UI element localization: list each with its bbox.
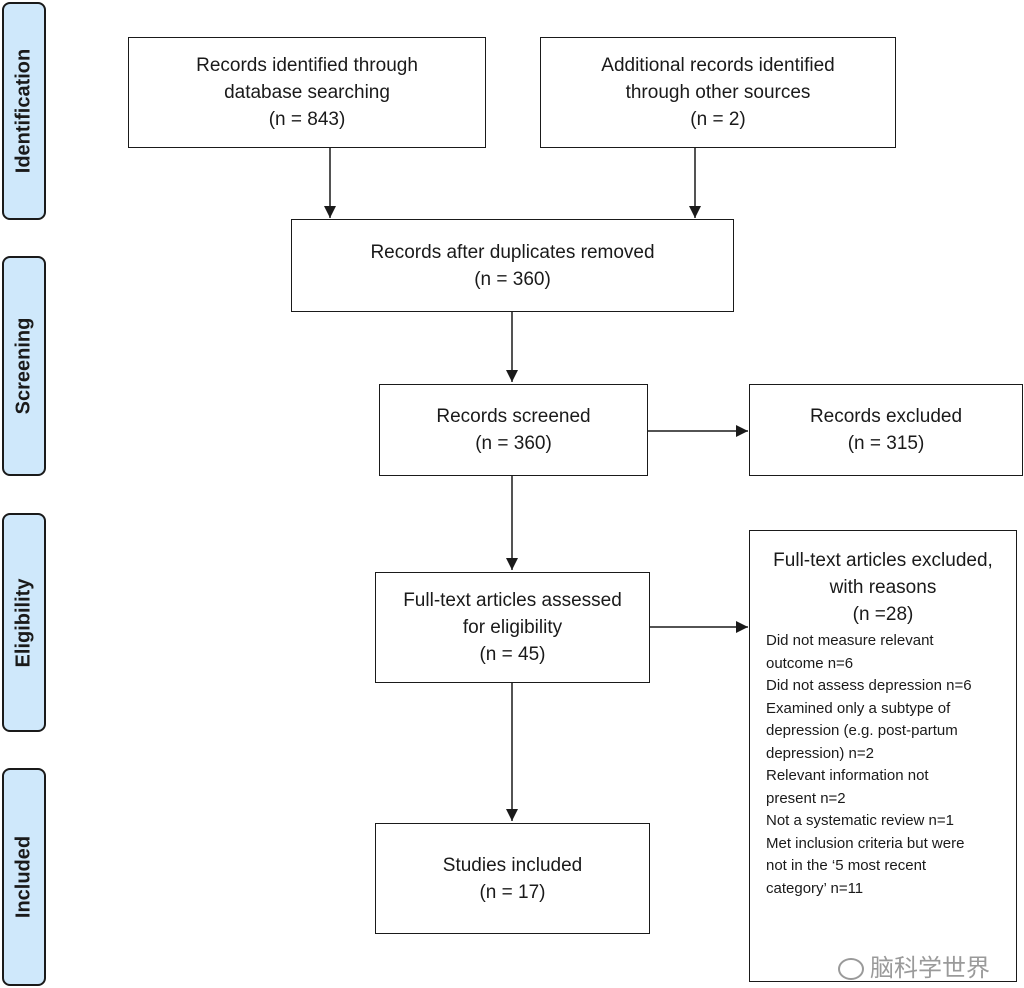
box-studies-included-count: (n = 17) [479, 881, 546, 903]
box-studies-included-line-1: Studies included [442, 854, 583, 876]
box-other-sources-count: (n = 2) [690, 109, 746, 130]
box-other-sources-line-2: through other sources [625, 82, 811, 103]
reason-line: Met inclusion criteria but were [766, 834, 965, 852]
reason-line: outcome n=6 [766, 654, 854, 672]
reason-line: present n=2 [766, 789, 846, 807]
reason-line: not in the ‘5 most recent [766, 857, 927, 874]
fulltext-excluded-heading: Full-text articles excluded, with reason… [750, 547, 1016, 628]
box-duplicates-removed: Records after duplicates removed (n = 36… [291, 219, 734, 312]
fulltext-excluded-heading-line-1: Full-text articles excluded, [773, 550, 993, 571]
reason-line: Not a systematic review n=1 [766, 812, 954, 829]
box-database-search-line-1: Records identified through [196, 55, 418, 76]
reason-line: category’ n=11 [766, 879, 864, 897]
box-records-screened-count: (n = 360) [475, 433, 552, 454]
phase-identification: Identification [2, 2, 46, 220]
weibo-icon [838, 958, 864, 980]
phase-eligibility: Eligibility [2, 513, 46, 732]
box-fulltext-excluded: Full-text articles excluded, with reason… [749, 530, 1017, 982]
watermark: 脑科学世界 [838, 948, 990, 983]
exclusion-reasons-list: Did not measure relevant outcome n=6 Did… [750, 630, 1016, 900]
reason-line: Relevant information not [766, 767, 929, 784]
box-fulltext-assessed: Full-text articles assessed for eligibil… [375, 572, 650, 683]
box-records-excluded: Records excluded (n = 315) [749, 384, 1023, 476]
fulltext-excluded-heading-line-2: with reasons [829, 577, 937, 598]
reason-line: Did not measure relevant [766, 632, 934, 649]
box-database-search-count: (n = 843) [268, 109, 346, 130]
reason-line: Examined only a subtype of [766, 699, 951, 717]
box-other-sources: Additional records identified through ot… [540, 37, 896, 148]
box-fulltext-assessed-count: (n = 45) [479, 644, 546, 665]
reason-line: depression (e.g. post-partum [766, 722, 958, 739]
box-duplicates-removed-count: (n = 360) [474, 268, 551, 290]
box-fulltext-assessed-line-2: for eligibility [462, 617, 563, 638]
box-records-excluded-line-1: Records excluded [809, 406, 963, 427]
watermark-text: 脑科学世界 [870, 954, 990, 982]
reason-line: Did not assess depression n=6 [766, 677, 972, 694]
box-records-excluded-count: (n = 315) [847, 433, 925, 454]
box-duplicates-removed-line-1: Records after duplicates removed [370, 241, 655, 263]
box-records-screened: Records screened (n = 360) [379, 384, 648, 476]
reason-line: depression) n=2 [766, 744, 874, 762]
phase-screening: Screening [2, 256, 46, 476]
box-studies-included: Studies included (n = 17) [375, 823, 650, 934]
phase-included: Included [2, 768, 46, 986]
box-records-screened-line-1: Records screened [436, 406, 591, 427]
box-database-search: Records identified through database sear… [128, 37, 486, 148]
fulltext-excluded-count: (n =28) [852, 604, 914, 625]
box-database-search-line-2: database searching [224, 82, 390, 103]
box-other-sources-line-1: Additional records identified [601, 55, 835, 76]
box-fulltext-assessed-line-1: Full-text articles assessed [403, 590, 622, 611]
